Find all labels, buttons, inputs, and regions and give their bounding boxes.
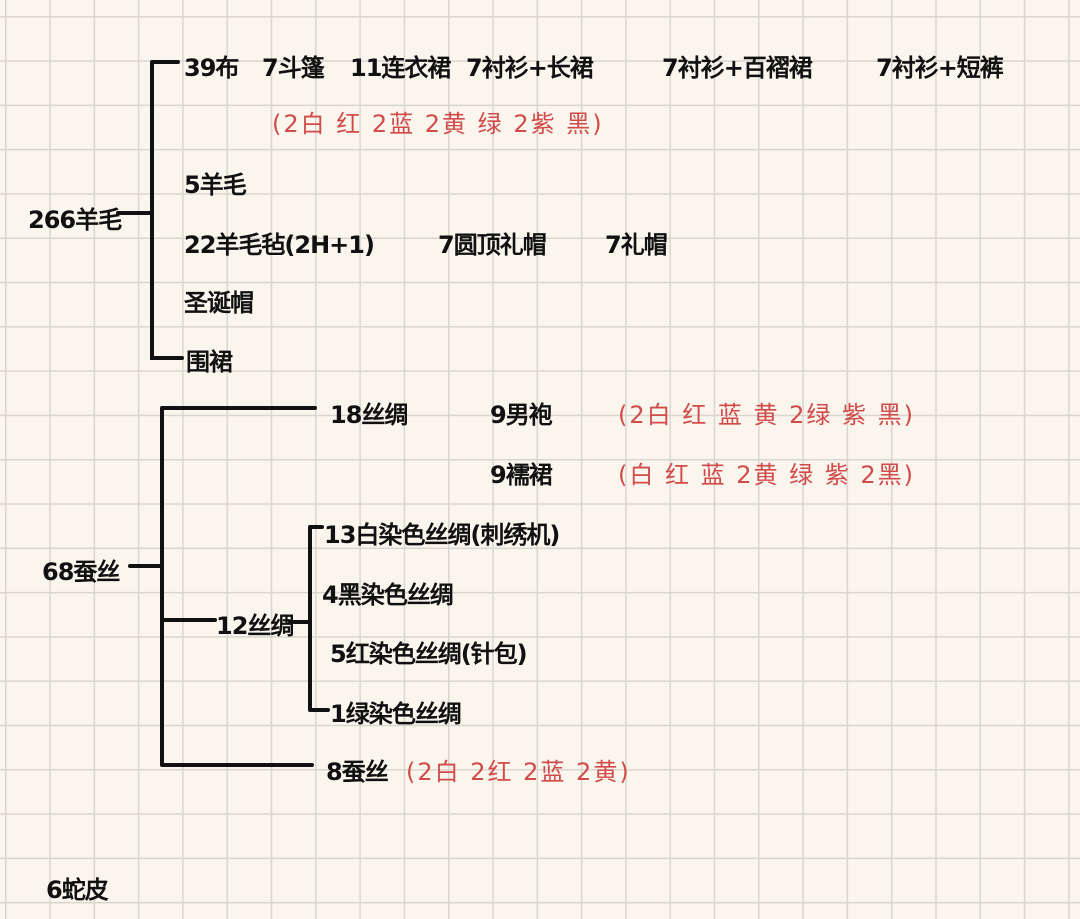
node-scarf: 围裙 bbox=[186, 348, 233, 376]
node-silk12: 12丝绸 bbox=[216, 612, 294, 640]
node-xmas-hat: 圣诞帽 bbox=[184, 289, 254, 317]
node-wool5: 5羊毛 bbox=[184, 171, 247, 199]
node-cloak: 7斗篷 bbox=[262, 54, 325, 82]
node-dyed-white: 13白染色丝绸(刺绣机) bbox=[324, 521, 560, 549]
node-top-hat: 7礼帽 bbox=[605, 231, 668, 259]
node-felt: 22羊毛毡(2H+1) bbox=[184, 231, 375, 259]
node-silk8: 8蚕丝 bbox=[326, 758, 389, 786]
node-shirt-longskirt: 7衬衫+长裙 bbox=[466, 54, 594, 82]
colors-note-ruqun: (白 红 蓝 2黄 绿 紫 2黑) bbox=[618, 461, 916, 489]
node-silk-root: 68蚕丝 bbox=[42, 558, 120, 586]
node-dyed-black: 4黑染色丝绸 bbox=[322, 581, 454, 609]
node-robe: 9男袍 bbox=[490, 401, 553, 429]
colors-note-row1: (2白 红 2蓝 2黄 绿 2紫 黑) bbox=[272, 110, 604, 138]
node-dyed-red: 5红染色丝绸(针包) bbox=[330, 640, 528, 668]
node-cloth: 39布 bbox=[184, 54, 239, 82]
node-dyed-green: 1绿染色丝绸 bbox=[330, 700, 462, 728]
node-shirt-shorts: 7衬衫+短裤 bbox=[876, 54, 1004, 82]
node-ruqun: 9襦裙 bbox=[490, 461, 553, 489]
colors-note-robe: (2白 红 蓝 黄 2绿 紫 黑) bbox=[618, 401, 916, 429]
node-wool-root: 266羊毛 bbox=[28, 206, 122, 234]
colors-note-silk8: (2白 2红 2蓝 2黄) bbox=[406, 758, 631, 786]
node-silk18: 18丝绸 bbox=[330, 401, 408, 429]
node-dress: 11连衣裙 bbox=[350, 54, 451, 82]
node-snakeskin: 6蛇皮 bbox=[46, 876, 109, 904]
node-bowler-hat: 7圆顶礼帽 bbox=[438, 231, 547, 259]
node-shirt-pleated: 7衬衫+百褶裙 bbox=[662, 54, 813, 82]
